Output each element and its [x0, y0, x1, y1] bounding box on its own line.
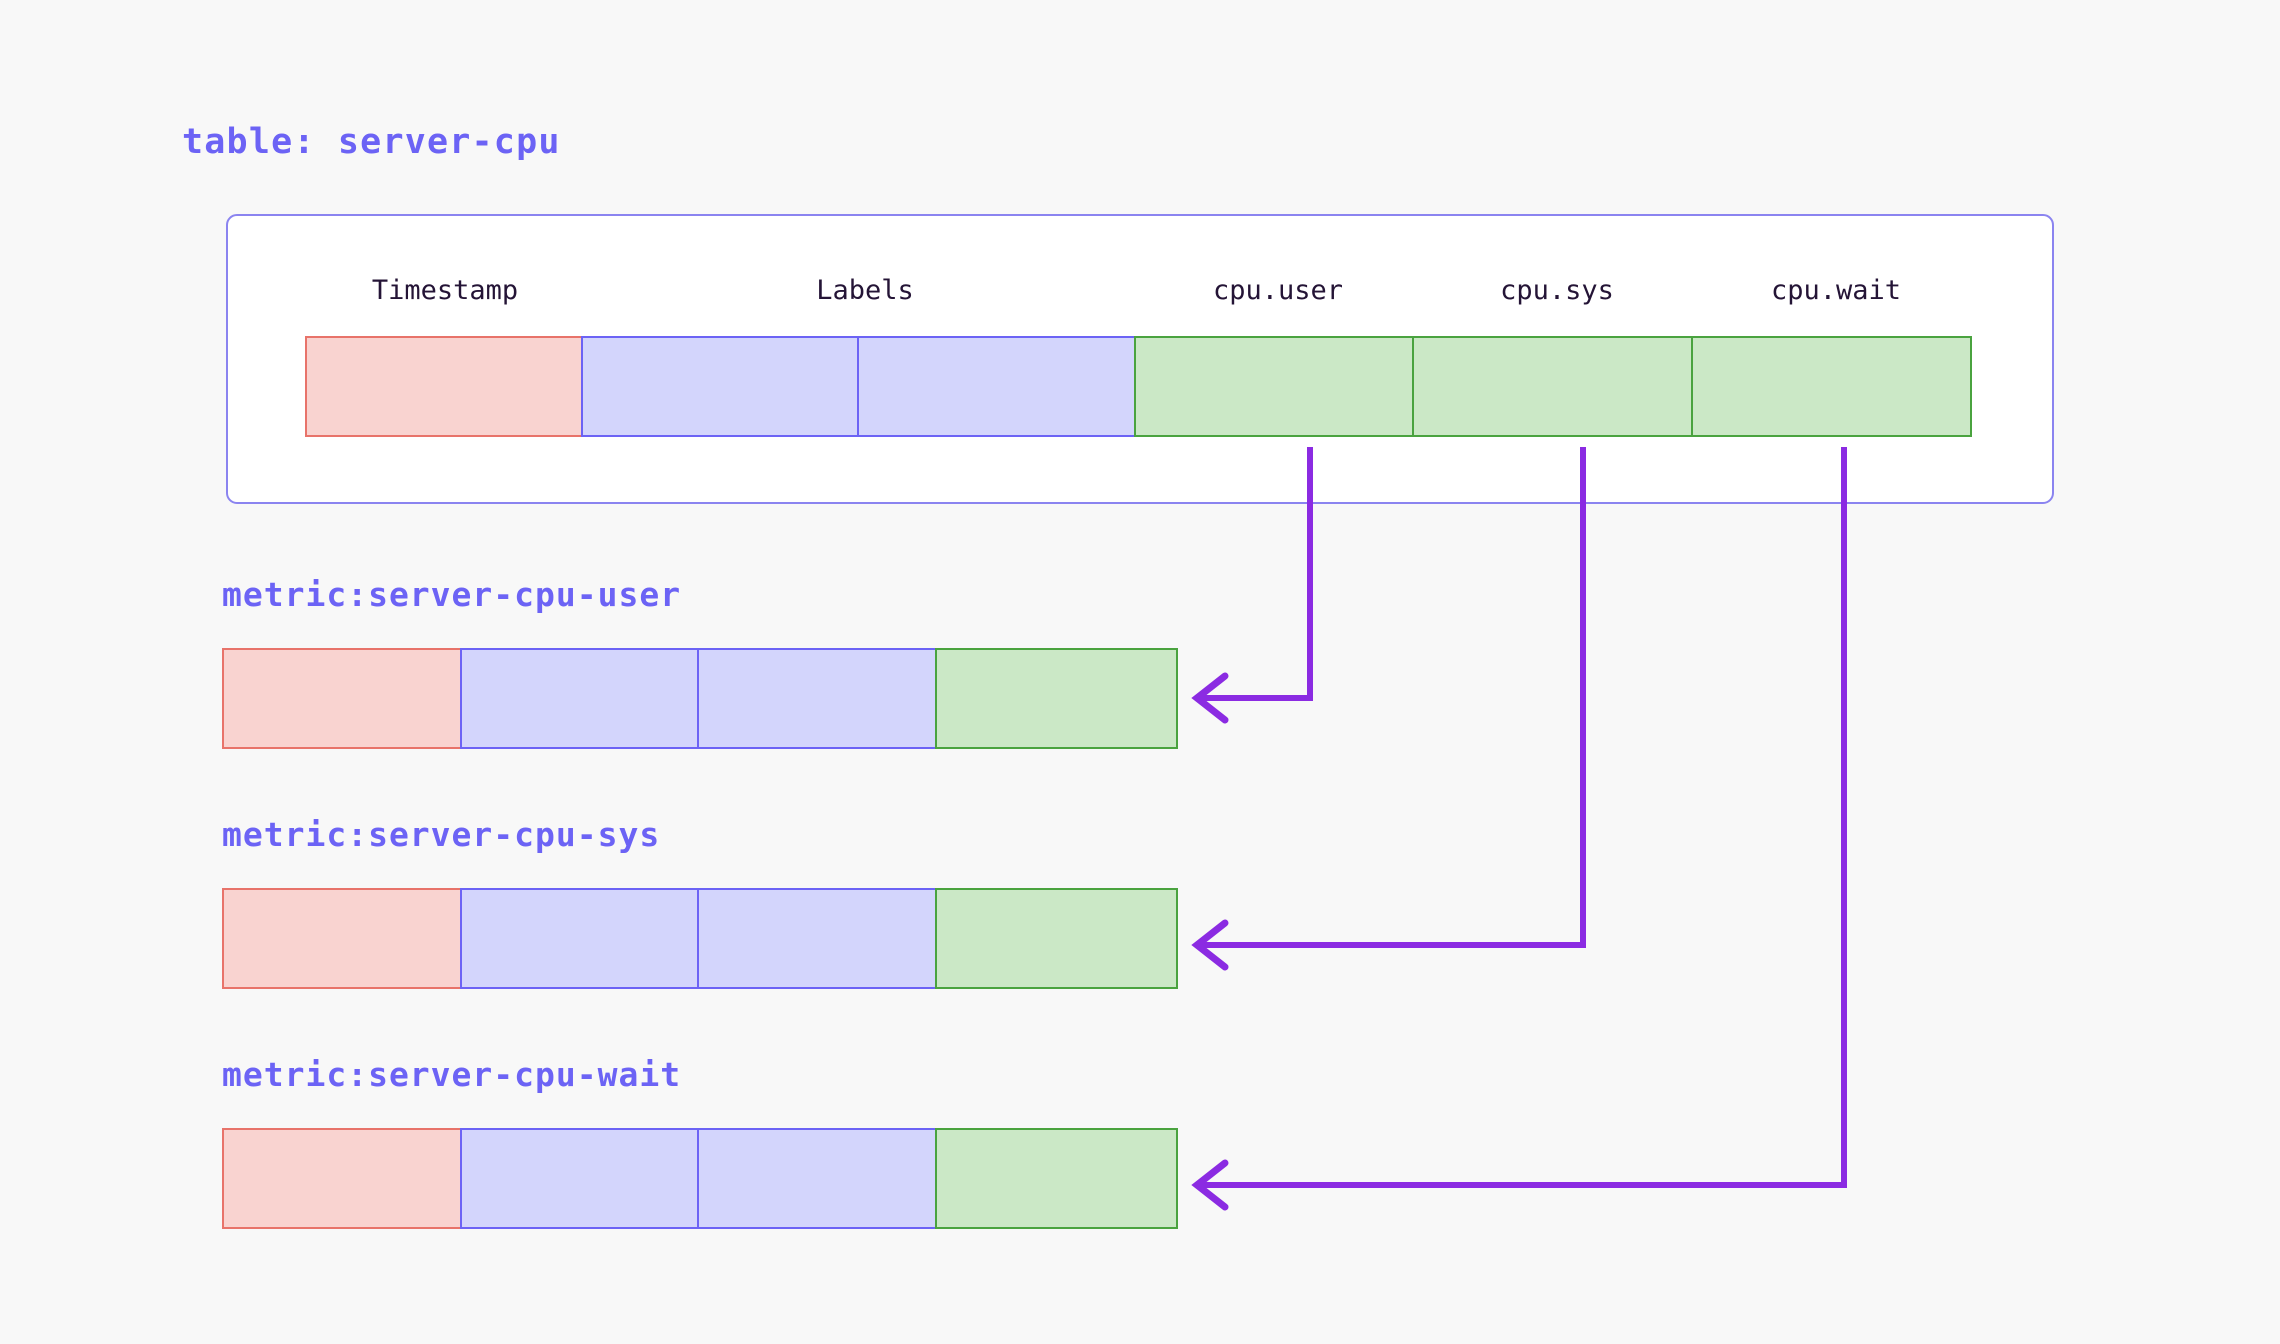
- metric-cell-value: [934, 648, 1178, 749]
- arrow-head-cpu-wait: [1191, 1159, 1229, 1211]
- arrow-cpu-sys: [1200, 447, 1586, 948]
- metric-cell-value: [934, 1128, 1178, 1229]
- column-header-cpu-sys: cpu.sys: [1500, 275, 1614, 306]
- arrow-head-cpu-sys: [1191, 919, 1229, 971]
- column-header-cpu-user: cpu.user: [1212, 275, 1344, 306]
- column-header-cpu-wait: cpu.wait: [1770, 275, 1902, 306]
- table-cell-label-1: [580, 336, 860, 437]
- table-row: [305, 336, 1972, 437]
- metric-cell-timestamp: [222, 888, 462, 989]
- metric-title-server-cpu-user: metric:server-cpu-user: [222, 575, 682, 614]
- table-column-headers: Timestamp Labels cpu.user cpu.sys cpu.wa…: [226, 275, 2054, 315]
- metric-cell-timestamp: [222, 1128, 462, 1229]
- metric-cell-value: [934, 888, 1178, 989]
- metric-row-server-cpu-sys: [222, 888, 1178, 989]
- metric-cell-label-2: [697, 1128, 937, 1229]
- metric-cell-label-1: [459, 888, 700, 989]
- column-header-labels: Labels: [816, 275, 914, 306]
- metric-row-server-cpu-user: [222, 648, 1178, 749]
- table-cell-label-2: [857, 336, 1136, 437]
- arrow-cpu-wait: [1200, 447, 1847, 1188]
- metric-row-server-cpu-wait: [222, 1128, 1178, 1229]
- table-title: table: server-cpu: [182, 122, 561, 162]
- arrow-head-cpu-user: [1191, 672, 1229, 724]
- table-cell-cpu-user: [1133, 336, 1415, 437]
- table-cell-timestamp: [305, 336, 583, 437]
- metric-cell-label-1: [459, 648, 700, 749]
- metric-title-server-cpu-sys: metric:server-cpu-sys: [222, 815, 661, 854]
- table-cell-cpu-wait: [1690, 336, 1972, 437]
- column-header-timestamp: Timestamp: [371, 275, 519, 306]
- table-cell-cpu-sys: [1412, 336, 1693, 437]
- metric-cell-timestamp: [222, 648, 462, 749]
- metric-cell-label-1: [459, 1128, 700, 1229]
- metric-cell-label-2: [697, 648, 937, 749]
- metric-cell-label-2: [697, 888, 937, 989]
- metric-title-server-cpu-wait: metric:server-cpu-wait: [222, 1055, 682, 1094]
